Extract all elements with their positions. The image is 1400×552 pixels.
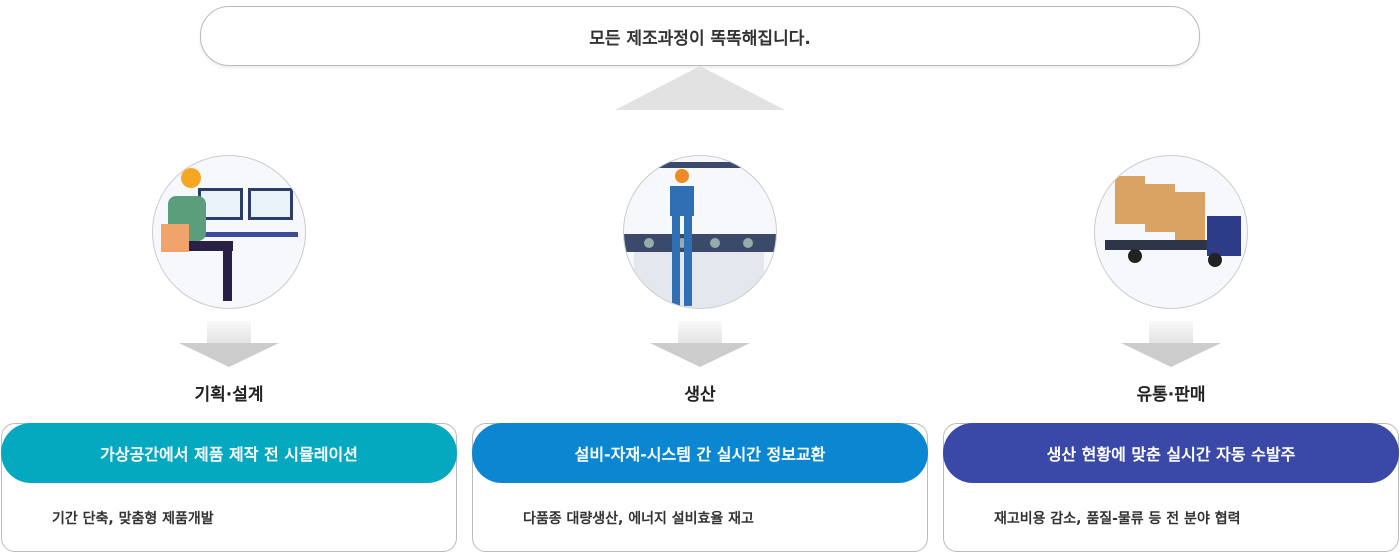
factory-worker-illustration <box>623 155 777 309</box>
logistics-truck-illustration <box>1094 155 1248 309</box>
headline: 모든 제조과정이 똑똑해집니다. <box>589 28 811 49</box>
pointer-triangle <box>615 66 785 110</box>
stage-desc: 기간 단축, 맞춤형 제품개발 <box>52 511 214 527</box>
headline-banner: 모든 제조과정이 똑똑해집니다. <box>200 6 1200 66</box>
stage-desc: 재고비용 감소, 품질-물류 등 전 분야 협력 <box>994 511 1241 527</box>
down-arrow-icon <box>1121 321 1221 367</box>
stage-card: 가상공간에서 제품 제작 전 시뮬레이션 기간 단축, 맞춤형 제품개발 <box>1 423 457 552</box>
down-arrow-icon <box>650 321 750 367</box>
stage-title: 기획·설계 <box>194 385 264 405</box>
stage-pill: 가상공간에서 제품 제작 전 시뮬레이션 <box>1 423 457 483</box>
stage-title: 유통·판매 <box>1136 385 1206 405</box>
stage-title: 생산 <box>684 385 716 405</box>
stage-card: 설비-자재-시스템 간 실시간 정보교환 다품종 대량생산, 에너지 설비효율 … <box>472 423 928 552</box>
stage-pill: 설비-자재-시스템 간 실시간 정보교환 <box>472 423 928 483</box>
stage-desc: 다품종 대량생산, 에너지 설비효율 재고 <box>523 511 754 527</box>
designer-illustration <box>152 155 306 309</box>
stage-pill: 생산 현황에 맞춘 실시간 자동 수발주 <box>943 423 1399 483</box>
stage-card: 생산 현황에 맞춘 실시간 자동 수발주 재고비용 감소, 품질-물류 등 전 … <box>943 423 1399 552</box>
down-arrow-icon <box>179 321 279 367</box>
